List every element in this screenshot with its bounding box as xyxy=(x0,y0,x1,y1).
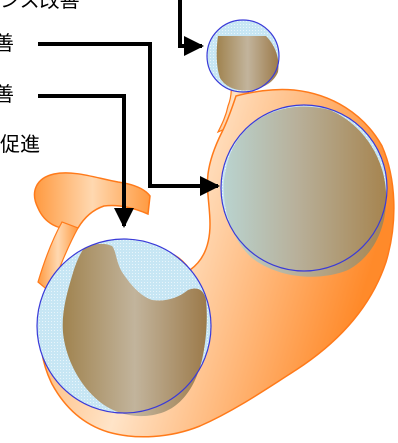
top-circle xyxy=(207,20,279,92)
arrow-to-top-circle xyxy=(180,0,202,46)
right-circle xyxy=(221,105,387,277)
label-promotion: 促進 xyxy=(0,132,40,156)
label-improvement-2: 善 xyxy=(0,82,14,106)
label-balance-improvement: ンス改善 xyxy=(0,0,80,12)
label-improvement-1: 善 xyxy=(0,31,14,55)
top-dark-region xyxy=(217,36,279,91)
duodenum-shape xyxy=(35,173,150,229)
arrow-to-right-circle xyxy=(38,44,218,186)
